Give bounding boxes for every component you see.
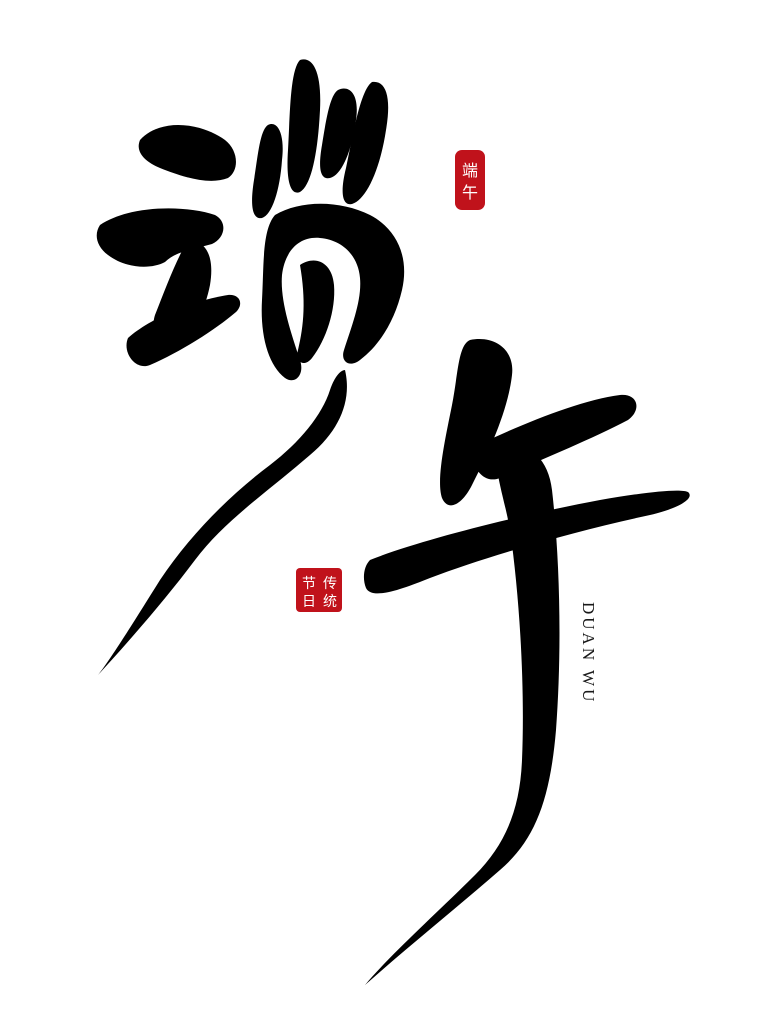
stroke-horizontal: [96, 208, 224, 267]
stroke-body-loop: [261, 203, 405, 381]
stroke-mountain-right: [320, 88, 357, 179]
seal-bottom-char-4: 日: [302, 594, 316, 610]
character-wu: [363, 339, 690, 985]
seal-top-char-2: 午: [462, 183, 478, 202]
stroke-mountain-mid: [287, 59, 321, 193]
seal-bottom: 传 统 节 日: [296, 568, 342, 612]
stroke-mountain-left: [252, 124, 283, 219]
seal-top-frame: [455, 150, 485, 210]
stroke-dot: [138, 124, 236, 181]
latin-caption: DUAN WU: [579, 602, 598, 705]
seal-bottom-char-3: 节: [302, 576, 316, 592]
seal-top-char-1: 端: [462, 161, 478, 180]
seal-bottom-frame: [296, 568, 342, 612]
stroke-inner-loop: [297, 260, 335, 364]
stroke-tick: [126, 294, 241, 367]
seal-bottom-char-1: 传: [323, 576, 337, 592]
character-duan: [96, 59, 405, 675]
stroke-long-sweep: [98, 370, 347, 675]
stroke-slant: [440, 339, 513, 506]
seal-bottom-char-2: 统: [323, 594, 337, 610]
seal-top: 端 午: [455, 150, 485, 210]
stroke-mountain-far: [342, 81, 389, 205]
stroke-vertical-sweep: [365, 444, 560, 985]
